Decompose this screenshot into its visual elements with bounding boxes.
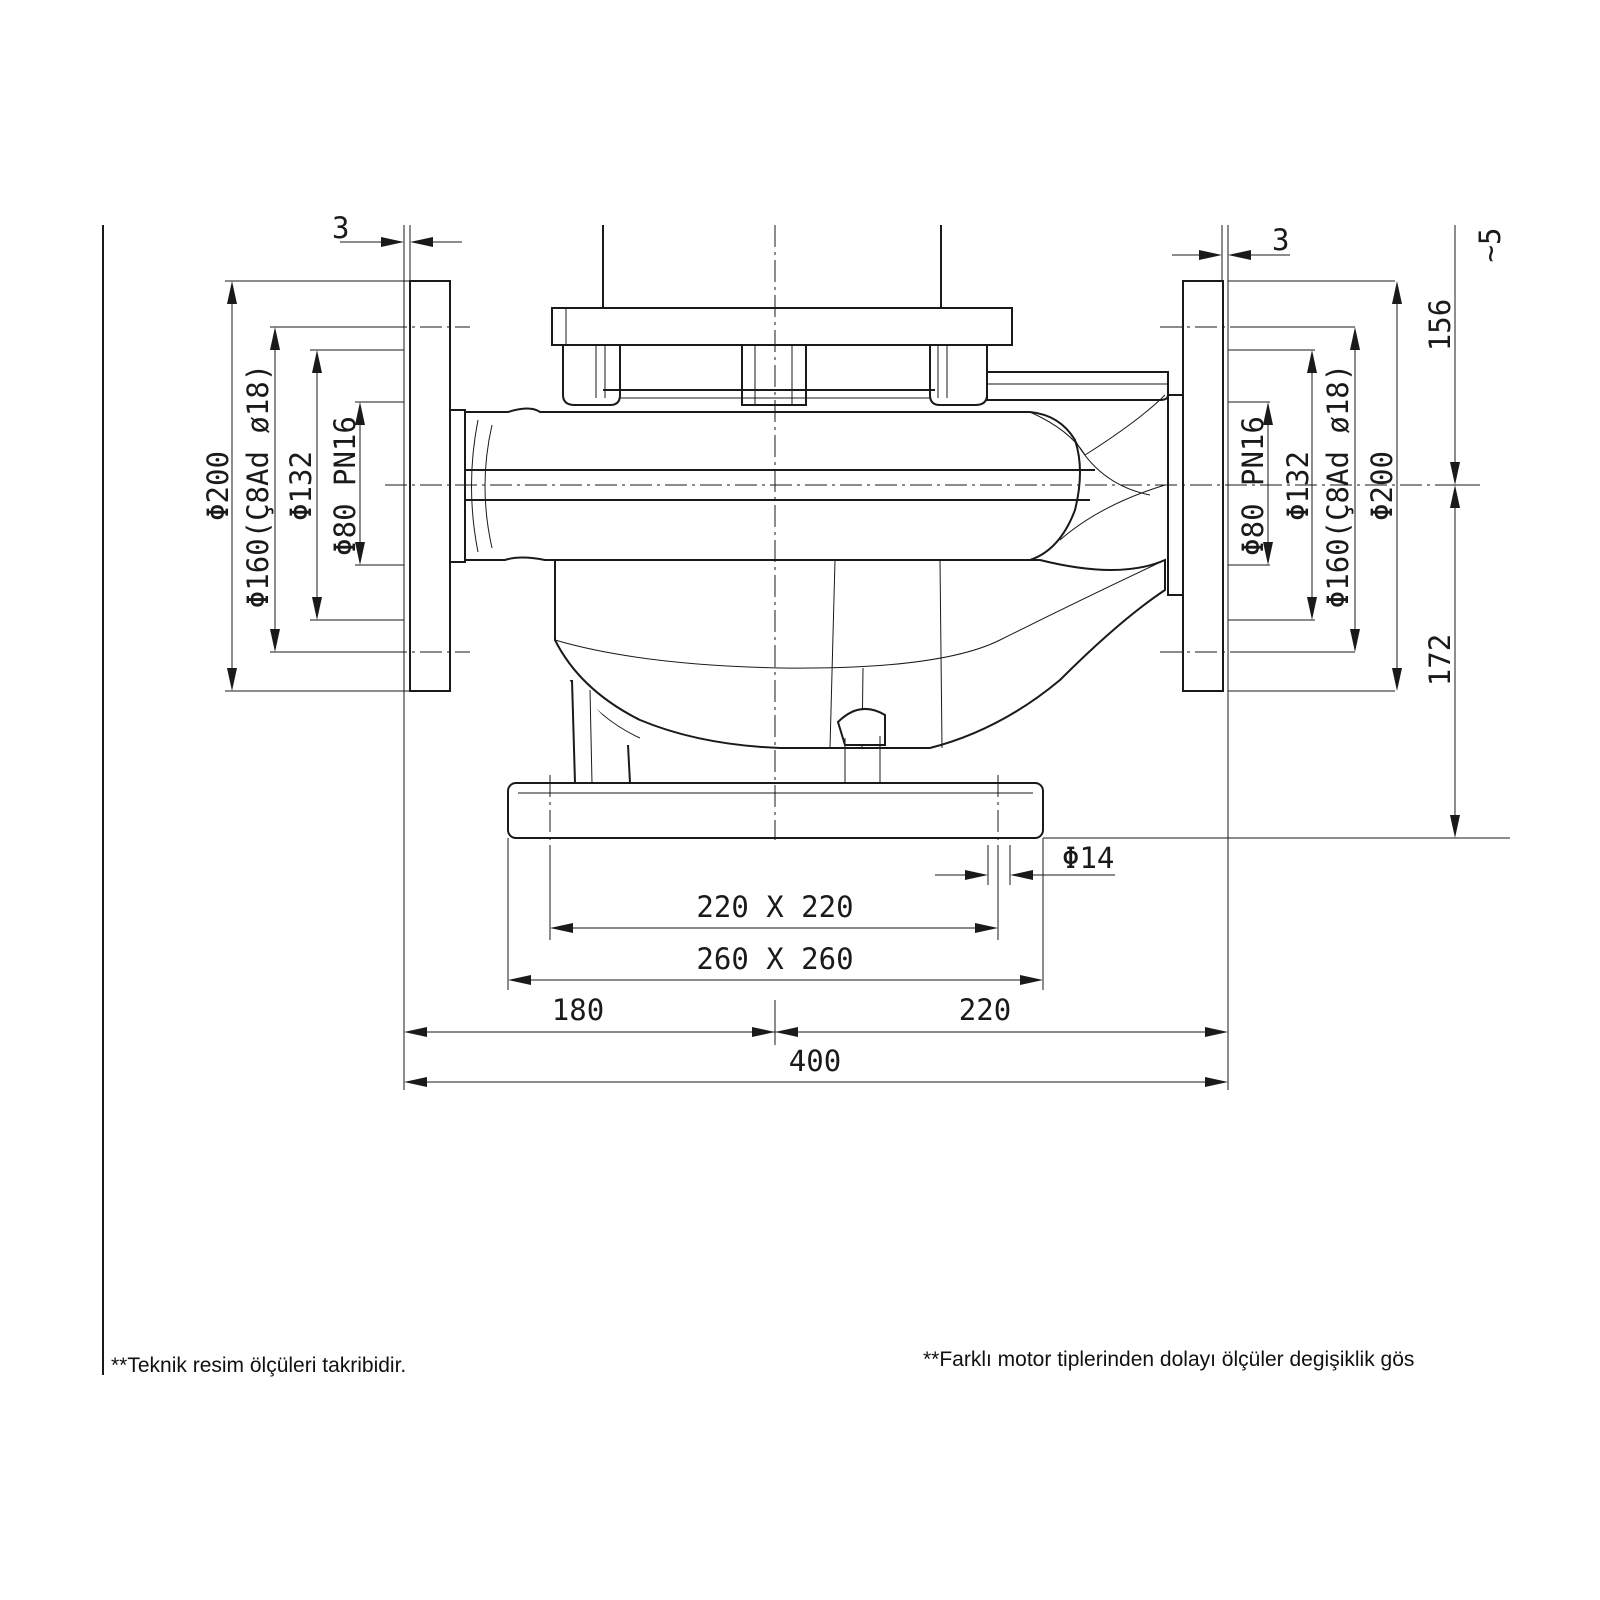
dim-bolt-circle-left: Φ160(Ç8Ad ø18) <box>241 364 275 608</box>
pump-body <box>461 225 1169 839</box>
inlet-flange <box>403 280 466 692</box>
note-approximate-dimensions: **Teknik resim ölçüleri takribidir. <box>111 1354 407 1377</box>
dim-nominal-right: Φ80 PN16 <box>1236 416 1270 556</box>
dim-inlet-to-axis: 180 <box>552 993 604 1027</box>
dimension-lines <box>227 225 1460 1087</box>
dim-flange-thickness-right: 3 <box>1272 223 1289 257</box>
dim-height-lower: 172 <box>1423 634 1457 686</box>
dim-base-plate: 260 X 260 <box>696 942 853 976</box>
dim-bolt-circle-right: Φ160(Ç8Ad ø18) <box>1321 364 1355 608</box>
dim-axis-to-outlet: 220 <box>959 993 1011 1027</box>
dim-flange-thickness-left: 3 <box>332 211 349 245</box>
dim-port-to-port: 400 <box>789 1044 841 1078</box>
dim-hole-diameter: Φ14 <box>1062 841 1114 875</box>
dim-nominal-left: Φ80 PN16 <box>328 416 362 556</box>
dim-flange-outer-right: Φ200 <box>1365 451 1399 521</box>
dim-raised-face-right: Φ132 <box>1281 451 1315 521</box>
extension-lines <box>225 225 1510 1090</box>
center-lines <box>385 225 1475 845</box>
dimension-labels: Φ200 Φ160(Ç8Ad ø18) Φ132 Φ80 PN16 Φ80 PN… <box>201 211 1507 1078</box>
dim-height-upper: 156 <box>1423 299 1457 351</box>
dim-flange-outer-left: Φ200 <box>201 451 235 521</box>
dim-top-partial: ~5 <box>1473 228 1507 263</box>
dim-base-bolt-pattern: 220 X 220 <box>696 890 853 924</box>
note-motor-variation: **Farklı motor tiplerinden dolayı ölçüle… <box>923 1348 1415 1371</box>
dim-raised-face-left: Φ132 <box>284 451 318 521</box>
outlet-flange <box>1167 280 1229 692</box>
